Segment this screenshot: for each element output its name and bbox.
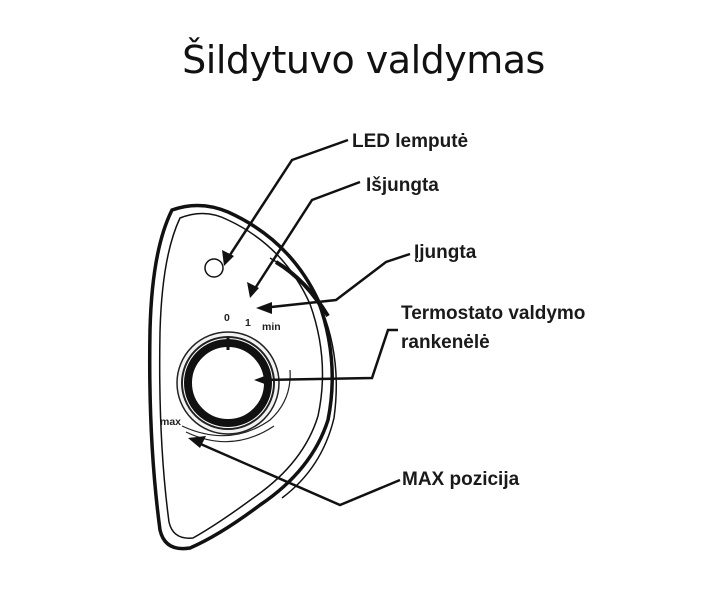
label-max-position: MAX pozicija (402, 469, 520, 490)
label-off: Išjungta (366, 175, 439, 196)
led-lamp (204, 258, 224, 278)
dial-label-zero: 0 (224, 312, 230, 324)
label-led-lamp: LED lemputė (352, 131, 468, 152)
dial-label-one: 1 (245, 317, 251, 329)
heater-panel-outline (147, 203, 338, 551)
arrowheads (188, 250, 272, 448)
dial-label-min: min (262, 321, 281, 333)
page-title: Šildytuvo valdymas (182, 38, 545, 82)
label-on: Įjungta (414, 242, 477, 263)
thermostat-scale-arc (181, 369, 291, 437)
thermostat-knob (176, 331, 280, 435)
dial-label-max: max (160, 416, 181, 428)
label-knob-line2: rankenėlė (401, 332, 490, 353)
leader-lines (195, 138, 411, 507)
label-knob-line1: Termostato valdymo (401, 303, 585, 324)
